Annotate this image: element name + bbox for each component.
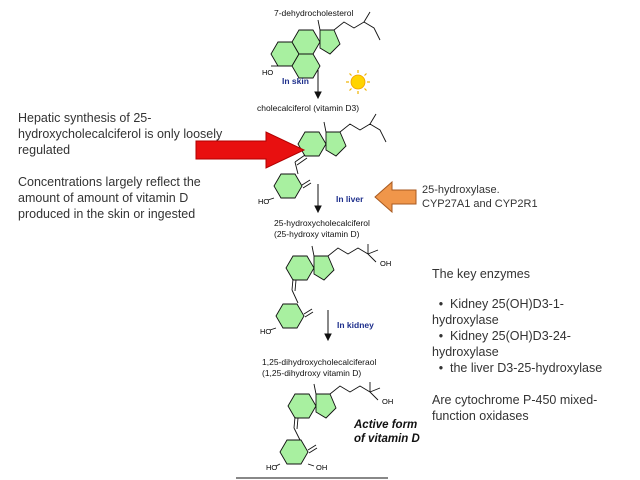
caption-cholecalciferol: cholecalciferol (vitamin D3) xyxy=(257,103,360,113)
key-enzymes-list: • Kidney 25(OH)D3-1-hydroxylase • Kidney… xyxy=(432,296,608,376)
orange-arrow xyxy=(374,180,417,214)
active-form-label: Active form of vitamin D xyxy=(354,418,420,446)
list-item-text: the liver D3-25-hydroxylase xyxy=(450,361,603,375)
ho-label-4: HO xyxy=(266,463,277,472)
bullet-icon: • xyxy=(438,329,444,343)
oh-label-1: OH xyxy=(380,259,391,268)
caption-25-hydroxycholecalciferol: 25-hydroxycholecalciferol (25-hydroxy vi… xyxy=(274,218,370,240)
ho-label-1: HO xyxy=(262,68,273,77)
step-label-in-liver: In liver xyxy=(336,194,364,204)
arrow-in-kidney xyxy=(324,310,332,342)
oh-label-2: OH xyxy=(382,397,393,406)
bullet-icon: • xyxy=(438,361,444,375)
red-arrow xyxy=(195,131,306,169)
structure-25-hydroxycholecalciferol xyxy=(275,255,335,329)
liver-enzyme-note: 25-hydroxylase. CYP27A1 and CYP2R1 xyxy=(422,183,538,211)
list-item-text: Kidney 25(OH)D3-24-hydroxylase xyxy=(432,329,571,359)
step-label-in-kidney: In kidney xyxy=(337,320,374,330)
structure-7-dehydrocholesterol xyxy=(270,29,341,79)
caption-25-hydroxycholecalciferol-line1: 25-hydroxycholecalciferol xyxy=(274,218,370,228)
key-enzymes-heading: The key enzymes xyxy=(432,267,530,281)
arrow-in-liver xyxy=(314,184,322,214)
list-item: • Kidney 25(OH)D3-24-hydroxylase xyxy=(432,328,608,360)
liver-enzyme-line1: 25-hydroxylase. xyxy=(422,184,500,196)
structure-cholecalciferol xyxy=(273,131,347,199)
caption-calcitriol-line1: 1,25-dihydroxycholecalciferaol xyxy=(262,357,377,367)
active-form-line1: Active form xyxy=(354,419,418,431)
key-enzymes-panel: The key enzymes • Kidney 25(OH)D3-1-hydr… xyxy=(432,266,608,424)
ho-label-2: HO xyxy=(258,197,269,206)
structure-calcitriol xyxy=(279,393,337,465)
left-notes: Hepatic synthesis of 25-hydroxycholecalc… xyxy=(18,110,238,222)
key-enzymes-footer: Are cytochrome P-450 mixed-function oxid… xyxy=(432,393,598,423)
bullet-icon: • xyxy=(438,297,444,311)
left-note-para1: Hepatic synthesis of 25-hydroxycholecalc… xyxy=(18,111,223,157)
oh-label-3: OH xyxy=(316,463,327,472)
sun-icon xyxy=(346,70,370,94)
arrow-in-skin xyxy=(314,70,322,100)
active-form-line2: of vitamin D xyxy=(354,433,420,445)
left-note-para2: Concentrations largely reflect the amoun… xyxy=(18,175,201,221)
caption-7-dehydrocholesterol: 7-dehydrocholesterol xyxy=(274,8,354,18)
caption-25-hydroxycholecalciferol-line2: (25-hydroxy vitamin D) xyxy=(274,229,360,239)
liver-enzyme-line2: CYP27A1 and CYP2R1 xyxy=(422,198,538,210)
step-label-in-skin: In skin xyxy=(282,76,309,86)
ho-label-3: HO xyxy=(260,327,271,336)
list-item: • Kidney 25(OH)D3-1-hydroxylase xyxy=(432,296,608,328)
list-item: • the liver D3-25-hydroxylase xyxy=(432,360,608,376)
caption-calcitriol-line2: (1,25-dihydroxy vitamin D) xyxy=(262,368,362,378)
list-item-text: Kidney 25(OH)D3-1-hydroxylase xyxy=(432,297,564,327)
caption-calcitriol: 1,25-dihydroxycholecalciferaol (1,25-dih… xyxy=(262,357,376,379)
